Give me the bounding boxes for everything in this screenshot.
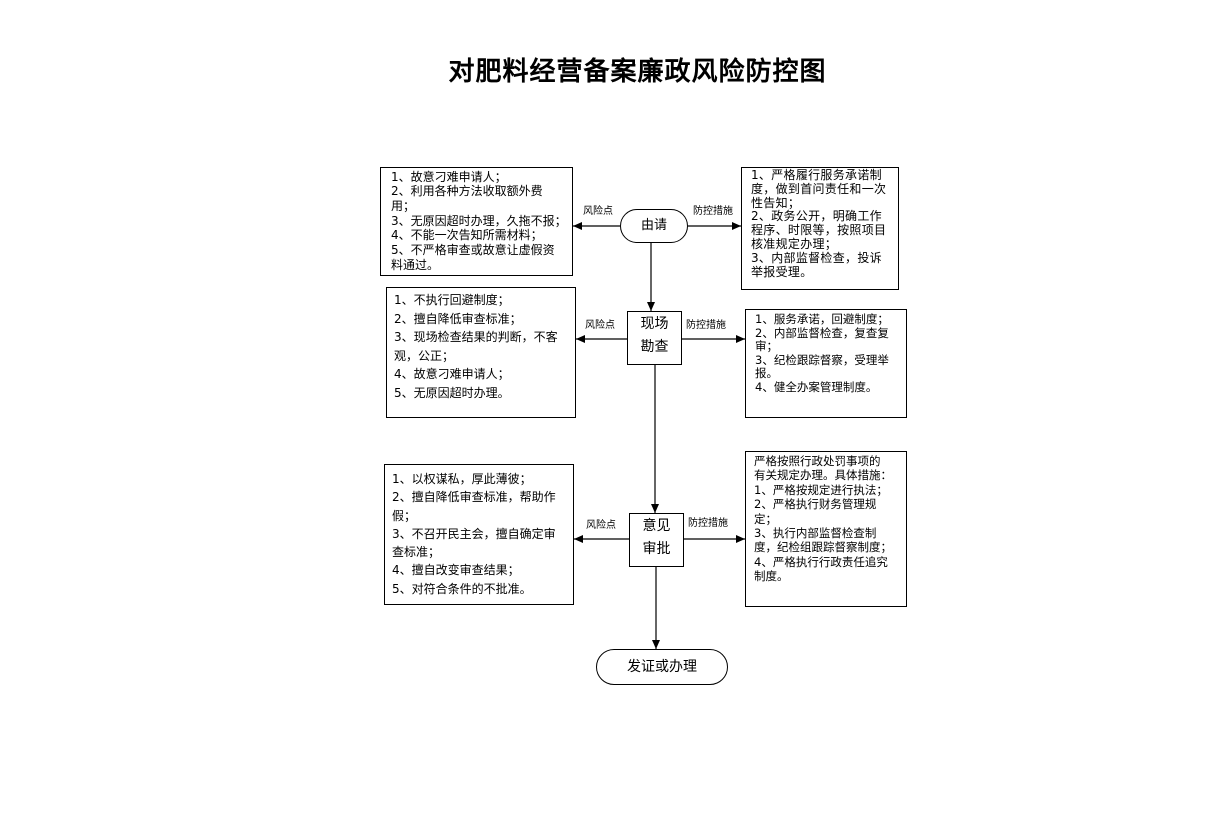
- measure-box-stage-1: 1、严格履行服务承诺制 度，做到首问责任和一次 性告知； 2、政务公开，明确工作…: [741, 167, 899, 290]
- measure-line: 2、严格执行财务管理规: [754, 497, 877, 512]
- risk-line: 用；: [391, 198, 416, 213]
- measure-line: 度，纪检组跟踪督察制度；: [754, 540, 892, 555]
- measure-line: 性告知；: [751, 195, 801, 210]
- control-measure-label: 防控措施: [693, 206, 733, 217]
- risk-box-stage-1: 1、故意刁难申请人； 2、利用各种方法收取额外费 用； 3、无原因超时办理，久拖…: [380, 167, 573, 276]
- risk-point-label: 风险点: [586, 520, 616, 531]
- measure-line: 3、纪检跟踪督察，受理举: [755, 352, 889, 367]
- stage-node-label: 审批: [642, 541, 671, 557]
- measure-line: 1、服务承诺，回避制度；: [755, 312, 889, 326]
- stage-node-1: 由请: [620, 209, 688, 243]
- risk-line: 5、对符合条件的不批准。: [392, 581, 532, 596]
- control-measure-label: 防控措施: [688, 518, 728, 529]
- measure-line: 2、内部监督检查，复查复: [755, 325, 889, 340]
- measure-line: 3、执行内部监督检查制: [754, 526, 877, 541]
- end-node-label: 发证或办理: [627, 659, 697, 675]
- measure-line: 有关规定办理。具体措施：: [754, 468, 892, 483]
- stage-node-label: 勘查: [640, 339, 669, 355]
- control-measure-label: 防控措施: [686, 320, 726, 331]
- measure-line: 举报受理。: [751, 264, 813, 279]
- risk-box-stage-3: 1、以权谋私，厚此薄彼； 2、擅自降低审查标准，帮助作 假； 3、不召开民主会，…: [384, 464, 574, 605]
- measure-line: 4、严格执行行政责任追究: [754, 554, 888, 569]
- measure-line: 1、严格按规定进行执法；: [754, 482, 888, 497]
- measure-line: 严格按照行政处罚事项的: [754, 454, 881, 468]
- measure-line: 审；: [755, 339, 778, 354]
- measure-line: 报。: [755, 366, 778, 381]
- measure-line: 4、健全办案管理制度。: [755, 379, 878, 394]
- stage-node-label: 由请: [640, 218, 667, 233]
- risk-line: 观，公正；: [394, 348, 455, 363]
- risk-line: 2、利用各种方法收取额外费: [391, 184, 543, 199]
- risk-line: 2、擅自降低审查标准；: [394, 311, 522, 326]
- measure-line: 定；: [754, 511, 777, 526]
- risk-line: 5、不严格审查或故意让虚假资: [391, 243, 555, 258]
- measure-line: 制度。: [754, 569, 789, 584]
- risk-point-label: 风险点: [583, 206, 613, 217]
- risk-line: 4、不能一次告知所需材料；: [391, 228, 543, 243]
- risk-line: 料通过。: [391, 257, 440, 272]
- risk-line: 1、故意刁难申请人；: [391, 169, 507, 184]
- risk-line: 查标准；: [392, 545, 441, 560]
- risk-line: 4、故意刁难申请人；: [394, 367, 510, 381]
- risk-line: 1、不执行回避制度；: [394, 293, 510, 307]
- page-title: 对肥料经营备案廉政风险防控图: [448, 57, 827, 87]
- measure-box-stage-3: 严格按照行政处罚事项的 有关规定办理。具体措施： 1、严格按规定进行执法； 2、…: [745, 451, 907, 607]
- measure-line: 1、严格履行服务承诺制: [751, 168, 882, 182]
- risk-box-stage-2: 1、不执行回避制度； 2、擅自降低审查标准； 3、现场检查结果的判断，不客 观，…: [386, 287, 576, 418]
- risk-line: 5、无原因超时办理。: [394, 385, 510, 400]
- stage-node-2: 现场 勘查: [627, 311, 682, 365]
- measure-line: 核准规定办理；: [751, 236, 838, 251]
- stage-node-label: 现场: [640, 316, 669, 332]
- risk-line: 3、无原因超时办理，久拖不报；: [391, 213, 567, 228]
- measure-line: 2、政务公开，明确工作: [751, 209, 882, 224]
- risk-point-label: 风险点: [585, 320, 615, 331]
- risk-line: 1、以权谋私，厚此薄彼；: [392, 472, 532, 486]
- stage-node-label: 意见: [642, 518, 671, 534]
- risk-line: 3、现场检查结果的判断，不客: [394, 330, 558, 344]
- risk-line: 3、不召开民主会，擅自确定审: [392, 526, 556, 541]
- measure-line: 度，做到首问责任和一次: [751, 181, 887, 196]
- risk-line: 假；: [392, 508, 417, 523]
- measure-box-stage-2: 1、服务承诺，回避制度； 2、内部监督检查，复查复 审； 3、纪检跟踪督察，受理…: [745, 309, 907, 418]
- measure-line: 程序、时限等，按照项目: [751, 223, 887, 238]
- stage-node-3: 意见 审批: [629, 513, 684, 567]
- risk-line: 2、擅自降低审查标准，帮助作: [392, 490, 556, 505]
- end-node: 发证或办理: [596, 649, 728, 685]
- risk-line: 4、擅自改变审查结果；: [392, 563, 520, 578]
- measure-line: 3、内部监督检查，投诉: [751, 250, 882, 265]
